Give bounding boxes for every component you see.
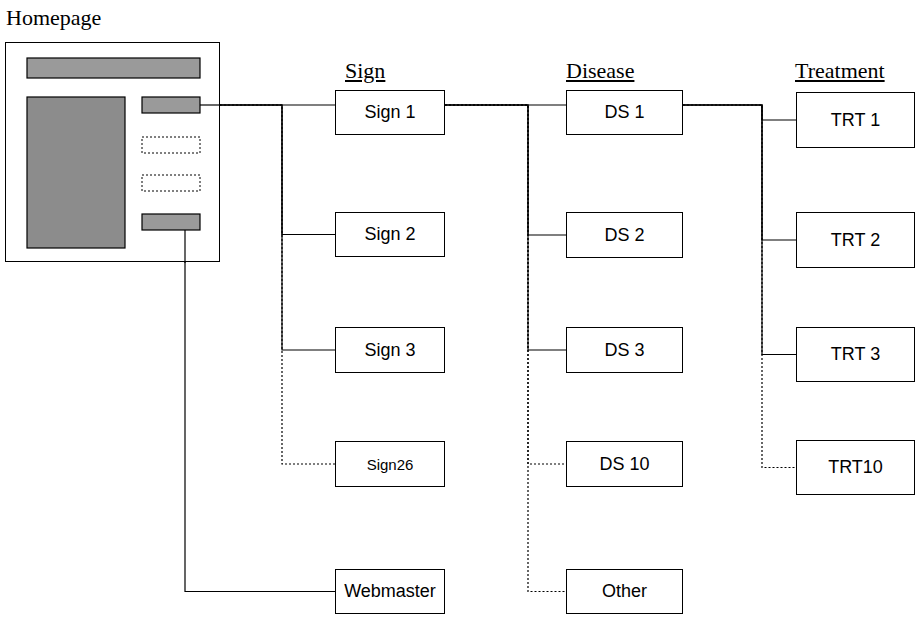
page-node-box: Sign 3 bbox=[335, 327, 445, 373]
link-line bbox=[220, 105, 335, 464]
column-heading: Treatment bbox=[795, 58, 885, 84]
link-line bbox=[683, 105, 796, 120]
node-label: DS 10 bbox=[599, 454, 649, 475]
column-heading: Sign bbox=[345, 58, 385, 84]
page-node-box: TRT 3 bbox=[796, 327, 915, 382]
link-line bbox=[683, 105, 796, 240]
node-label: Sign26 bbox=[367, 456, 414, 473]
page-node-box: Webmaster bbox=[335, 569, 445, 614]
node-label: TRT 3 bbox=[831, 344, 880, 365]
node-label: Webmaster bbox=[344, 581, 436, 602]
page-node-box: Other bbox=[566, 569, 683, 614]
menu-button bbox=[142, 97, 200, 113]
menu-button bbox=[142, 175, 200, 191]
page-title: Homepage bbox=[6, 5, 101, 31]
page-node-box: Sign 2 bbox=[335, 212, 445, 257]
link-line bbox=[445, 105, 566, 235]
link-line bbox=[445, 105, 566, 350]
page-node-box: DS 10 bbox=[566, 441, 683, 487]
link-line bbox=[683, 105, 796, 468]
page-node-box: Sign26 bbox=[335, 441, 445, 487]
menu-button bbox=[142, 214, 200, 230]
page-node-box: Sign 1 bbox=[335, 90, 445, 135]
page-node-box: TRT 1 bbox=[796, 92, 915, 148]
header-bar bbox=[27, 58, 200, 78]
link-stub bbox=[200, 104, 221, 105]
node-label: TRT 1 bbox=[831, 110, 880, 131]
node-label: DS 2 bbox=[604, 225, 644, 246]
node-label: DS 3 bbox=[604, 340, 644, 361]
link-line bbox=[445, 105, 566, 464]
node-label: Other bbox=[602, 581, 647, 602]
content-panel bbox=[27, 97, 125, 248]
page-node-box: TRT 2 bbox=[796, 212, 915, 268]
link-line bbox=[683, 105, 796, 355]
node-label: Sign 2 bbox=[364, 224, 415, 245]
link-stub bbox=[184, 230, 185, 263]
menu-button bbox=[142, 137, 200, 153]
node-label: DS 1 bbox=[604, 102, 644, 123]
link-line bbox=[220, 105, 335, 235]
page-node-box: DS 2 bbox=[566, 212, 683, 258]
page-node-box: TRT10 bbox=[796, 440, 915, 495]
node-label: Sign 1 bbox=[364, 102, 415, 123]
column-heading: Disease bbox=[566, 58, 634, 84]
page-box: Homepage bbox=[5, 42, 220, 262]
page-node-box: DS 3 bbox=[566, 327, 683, 373]
node-label: TRT10 bbox=[828, 457, 883, 478]
page-node-box: DS 1 bbox=[566, 90, 683, 135]
node-label: Sign 3 bbox=[364, 340, 415, 361]
node-label: TRT 2 bbox=[831, 230, 880, 251]
link-line bbox=[185, 262, 335, 592]
link-line bbox=[445, 105, 566, 592]
link-line bbox=[220, 105, 335, 350]
